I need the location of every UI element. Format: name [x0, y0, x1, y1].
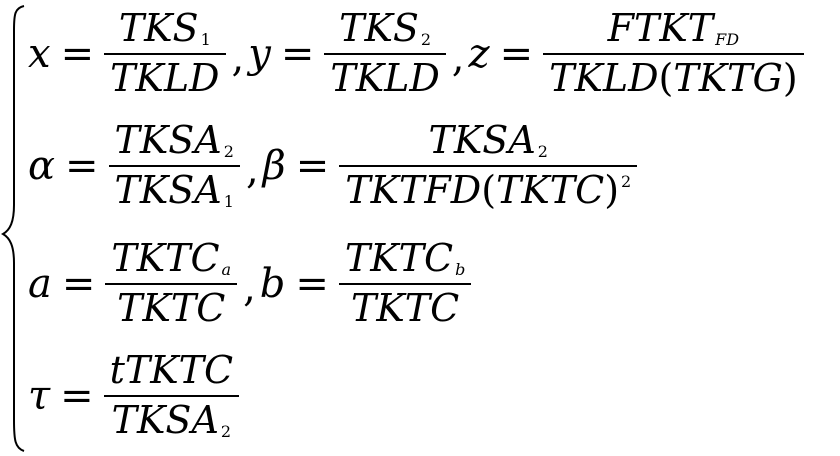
variable-alpha: α: [28, 142, 56, 189]
equals-sign: =: [280, 30, 315, 77]
variable-b: b: [259, 260, 286, 307]
denominator-text: TKTFD: [345, 167, 482, 212]
subscript: 2: [223, 142, 234, 161]
fraction-bar: [103, 394, 240, 397]
fraction-bar: [339, 164, 638, 167]
fraction-bar: [104, 52, 226, 55]
numerator-text: FTKT: [607, 6, 714, 50]
subscript: 1: [200, 30, 211, 49]
equals-sign: =: [295, 260, 329, 307]
comma: ,: [245, 146, 259, 193]
numerator-text: TKTC: [111, 236, 220, 280]
variable-x: x: [28, 30, 51, 77]
numerator-text: TKSA: [114, 118, 222, 162]
close-paren: ): [604, 167, 620, 212]
equals-sign: =: [65, 142, 99, 189]
variable-y: y: [248, 30, 271, 77]
variable-beta: β: [262, 142, 286, 189]
left-brace: [0, 5, 25, 452]
denominator: TKLD: [330, 55, 440, 100]
variable-a: a: [28, 260, 52, 307]
equals-sign: =: [499, 30, 534, 77]
open-paren: (: [481, 167, 497, 212]
denominator: TKTC: [351, 285, 460, 330]
denominator-text: TKTG: [673, 55, 783, 100]
subscript: 2: [420, 30, 432, 49]
subscript: 2: [537, 142, 548, 161]
equals-sign: =: [61, 260, 96, 307]
numerator-text: TKSA: [428, 118, 536, 162]
comma: ,: [231, 34, 245, 81]
comma: ,: [243, 264, 256, 311]
denominator-text: TKLD: [549, 55, 659, 100]
superscript: 2: [621, 171, 632, 191]
numerator-text: TKTC: [344, 236, 454, 280]
fraction-bar: [105, 282, 238, 285]
numerator-text: TKS: [339, 6, 419, 50]
equals-sign: =: [60, 372, 94, 419]
denominator: TKTC: [117, 285, 226, 330]
subscript: b: [455, 260, 466, 279]
open-paren: (: [658, 55, 674, 100]
fraction-bar: [543, 52, 804, 55]
fraction-bar: [108, 164, 240, 167]
variable-z: z: [468, 30, 490, 77]
subscript: 1: [223, 191, 234, 211]
denominator-text: TKTC: [496, 167, 605, 212]
equals-sign: =: [60, 30, 95, 77]
subscript: 2: [220, 421, 232, 441]
numerator-text: TKS: [118, 6, 199, 50]
fraction-bar: [338, 282, 472, 285]
denominator: TKTFD(TKTC)2: [339, 167, 637, 212]
denominator: TKLD: [110, 55, 220, 100]
denominator-text: TKSA: [111, 397, 219, 442]
equals-sign: =: [295, 142, 330, 189]
subscript: FD: [715, 30, 740, 49]
numerator: tTKTC: [109, 348, 234, 392]
close-paren: ): [782, 55, 798, 100]
variable-tau: τ: [28, 372, 51, 419]
subscript: a: [221, 260, 232, 279]
denominator: TKLD(TKTG): [543, 55, 804, 100]
comma: ,: [451, 34, 465, 81]
denominator-text: TKSA: [114, 167, 222, 212]
fraction-bar: [324, 52, 446, 55]
